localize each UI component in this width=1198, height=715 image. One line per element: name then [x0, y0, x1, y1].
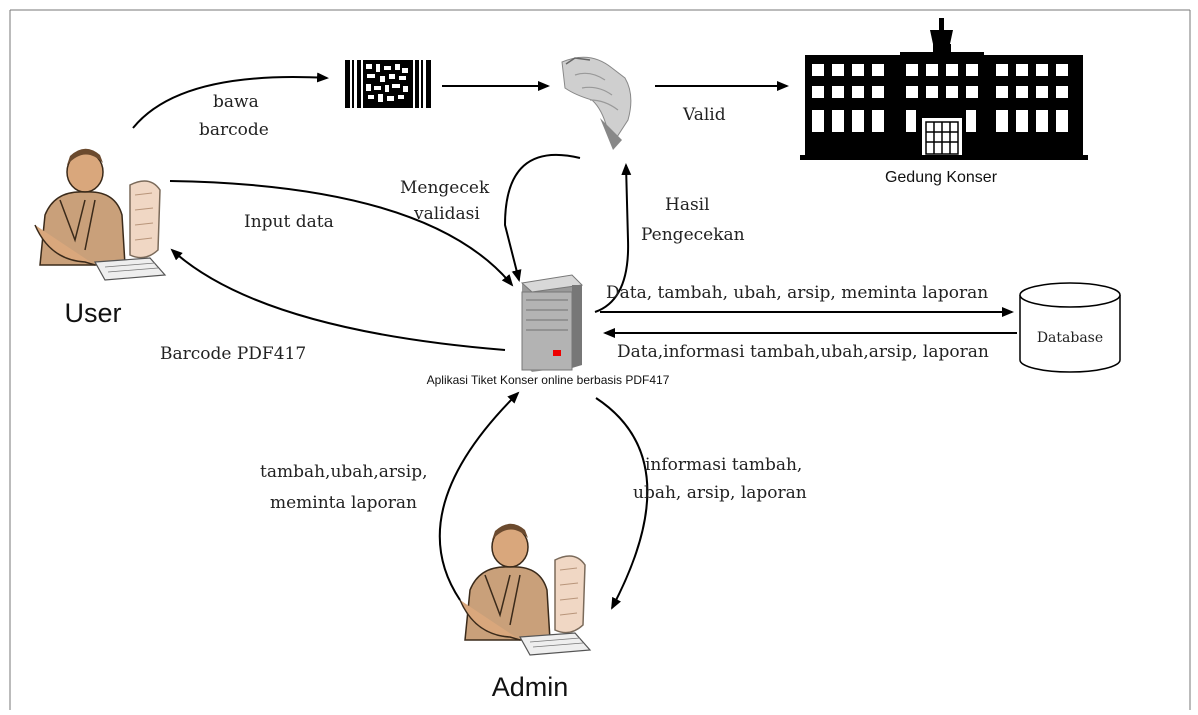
label-hasil-line1: Hasil [665, 195, 710, 215]
user-icon [34, 148, 167, 281]
label-bawa-line2: barcode [199, 120, 269, 140]
hand-scanner-icon [561, 56, 632, 150]
user-label: User [64, 298, 121, 328]
label-info-line1: informasi tambah, [645, 455, 802, 475]
label-mengecek: Mengecek validasi [400, 178, 495, 224]
edge-scanner-to-server [503, 153, 581, 282]
label-bawa-line1: bawa [213, 92, 259, 112]
barcode-icon [345, 60, 431, 108]
admin-label: Admin [492, 672, 569, 702]
label-mengecek-line2: validasi [413, 204, 480, 224]
label-barcode-pdf417: Barcode PDF417 [160, 344, 306, 364]
building-label: Gedung Konser [885, 169, 998, 186]
database-cylinder-icon [1019, 282, 1121, 373]
edge-server-to-user [170, 248, 506, 351]
label-to-database: Data, tambah, ubah, arsip, meminta lapor… [606, 283, 988, 303]
label-valid: Valid [682, 105, 726, 125]
label-input-data: Input data [244, 212, 334, 232]
label-info-line2: ubah, arsip, laporan [633, 483, 807, 503]
edge-user-to-barcode [132, 72, 329, 129]
label-from-database: Data,informasi tambah,ubah,arsip, lapora… [617, 342, 989, 362]
server-tower-icon [520, 274, 584, 372]
database-label: Database [1037, 330, 1103, 346]
label-admin-line2: meminta laporan [270, 493, 417, 513]
concert-building-icon [800, 18, 1088, 160]
label-server-to-admin: informasi tambah, ubah, arsip, laporan [633, 455, 808, 503]
server-label: Aplikasi Tiket Konser online berbasis PD… [427, 373, 670, 387]
label-hasil-line2: Pengecekan [641, 225, 745, 245]
label-admin-line1: tambah,ubah,arsip, [260, 462, 428, 482]
label-hasil: Hasil Pengecekan [641, 195, 745, 245]
label-admin-to-server: tambah,ubah,arsip, meminta laporan [260, 462, 433, 513]
label-mengecek-line1: Mengecek [400, 178, 490, 198]
edge-admin-to-server [438, 391, 520, 601]
edge-user-to-server [169, 180, 514, 287]
edge-server-to-scanner [594, 163, 632, 313]
label-bawa-barcode: bawa barcode [199, 92, 269, 140]
edge-server-to-admin [595, 397, 649, 610]
admin-icon [459, 523, 592, 656]
